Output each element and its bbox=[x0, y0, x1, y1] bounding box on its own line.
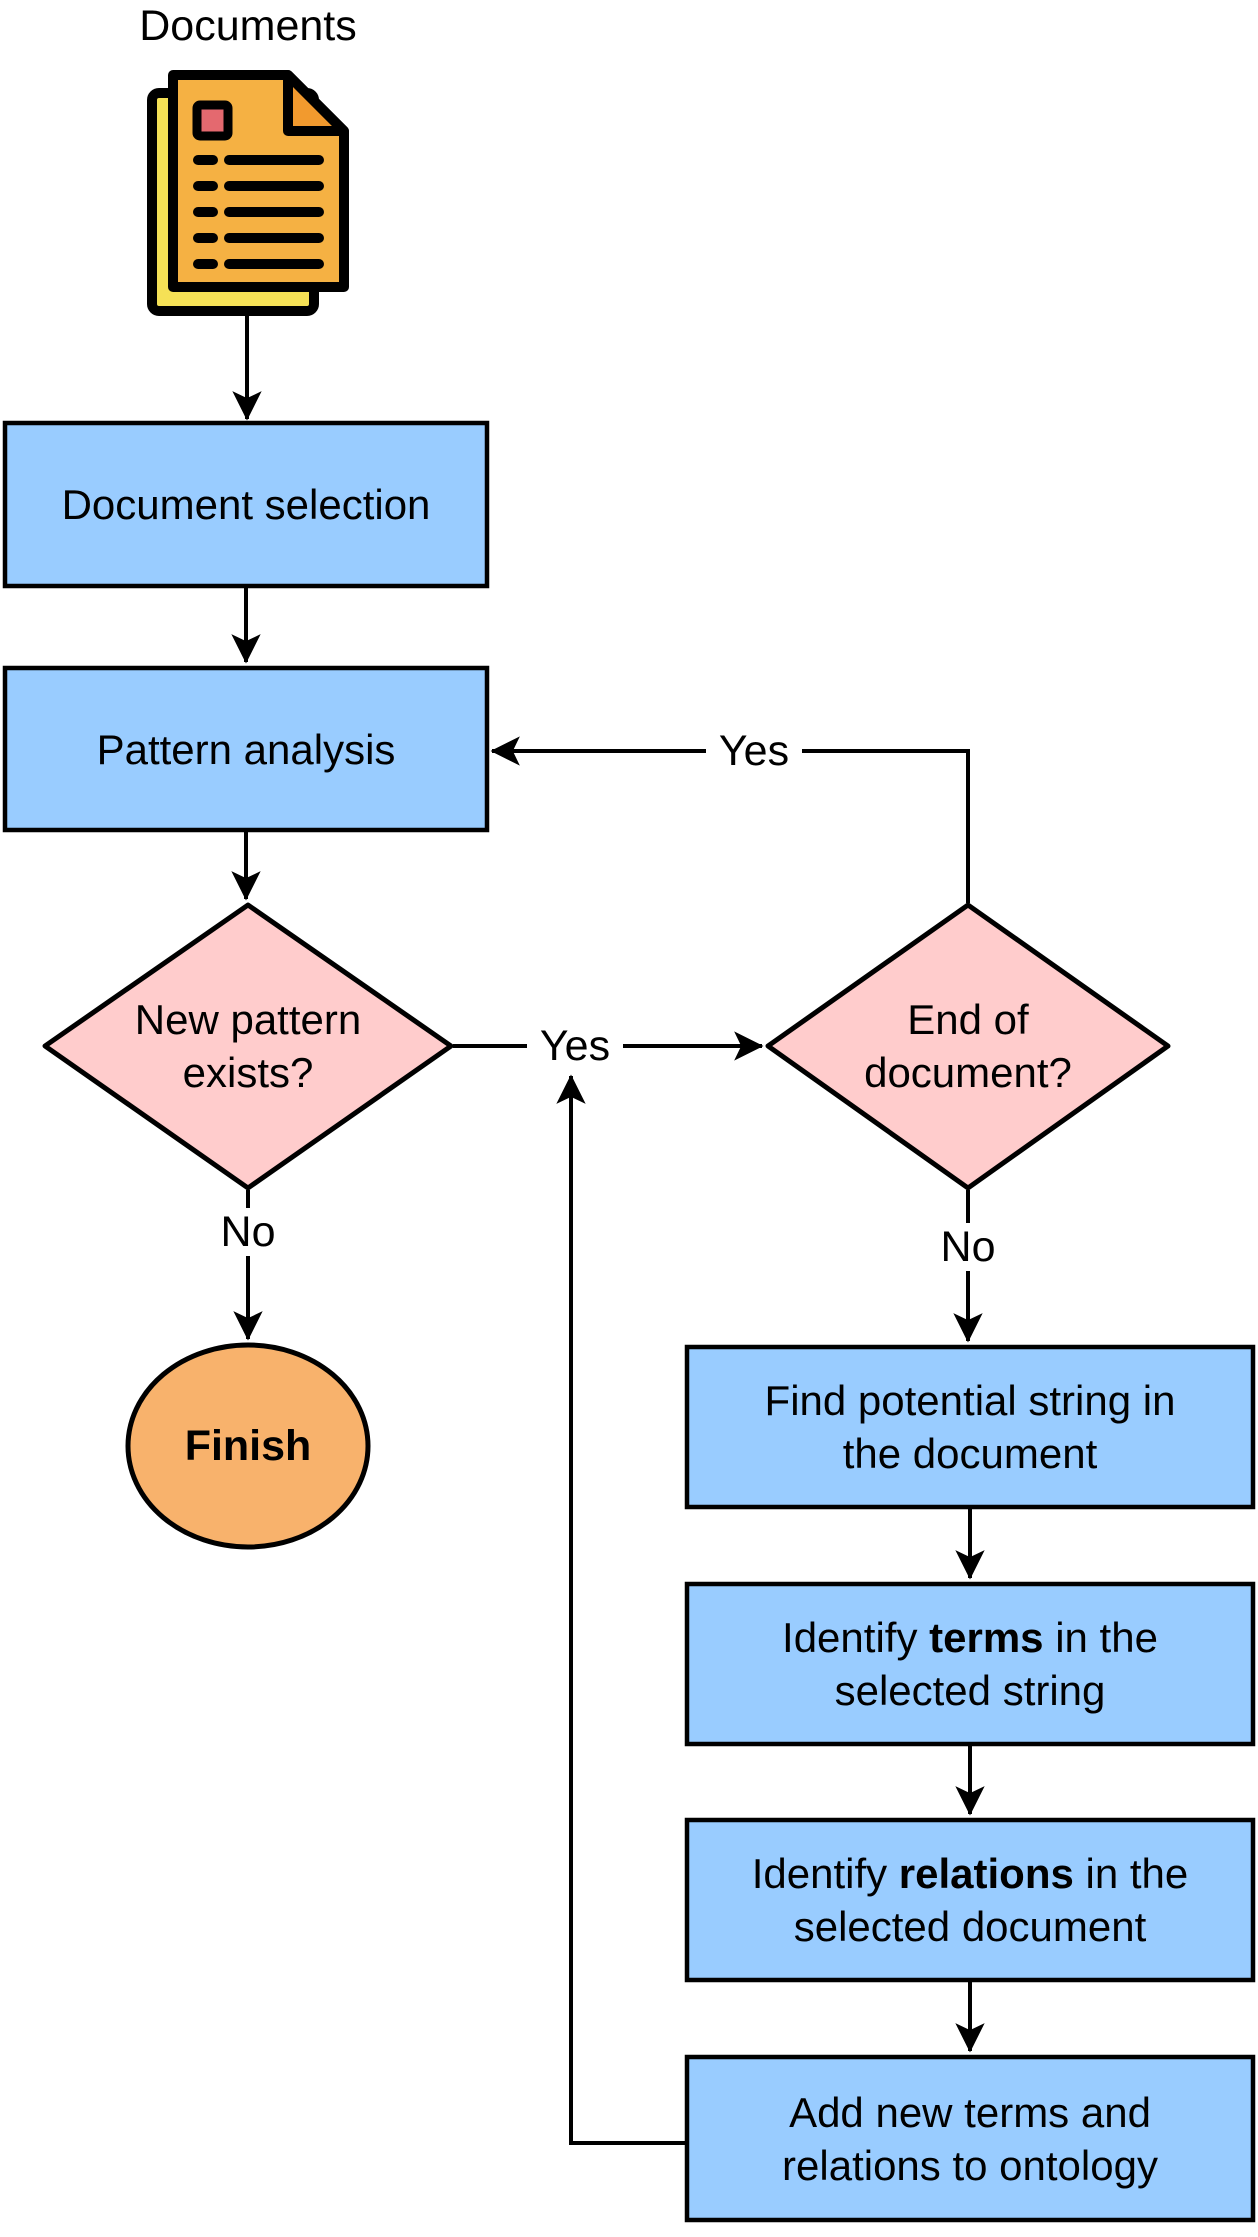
documents-icon bbox=[147, 70, 349, 316]
node-pattern-analysis bbox=[2, 665, 490, 833]
documents-icon-text-lines bbox=[193, 155, 324, 269]
pattern-analysis-label: Pattern analysis bbox=[96, 725, 396, 773]
node-document-selection bbox=[2, 420, 490, 589]
document-selection-label: Document selection bbox=[61, 481, 431, 528]
arrow-ontology-loop-to-enddoc bbox=[556, 1074, 687, 2145]
finish-label: Finish bbox=[184, 1421, 312, 1470]
documents-icon-fold bbox=[283, 70, 349, 136]
edge-label-yes-loop: Yes bbox=[706, 727, 802, 775]
node-end-of-document bbox=[765, 902, 1171, 1191]
documents-title-text: Documents bbox=[139, 1, 357, 50]
arrow-enddoc-yes-to-analysis bbox=[490, 736, 970, 903]
edge-label-no-to-find-string: No bbox=[932, 1223, 1004, 1271]
edge-label-no-to-finish: No bbox=[212, 1208, 284, 1256]
identify-terms-label: Identify terms in the selected string bbox=[782, 1614, 1158, 1714]
find-string-label: Find potential string in the document bbox=[764, 1377, 1176, 1477]
edge-label-yes-between-diamonds: Yes bbox=[527, 1022, 623, 1070]
node-identify-terms bbox=[684, 1581, 1256, 1747]
identify-relations-label: Identify relations in the selected docum… bbox=[751, 1850, 1189, 1950]
node-new-pattern-exists bbox=[42, 902, 454, 1191]
new-pattern-exists-label: New pattern exists? bbox=[134, 996, 362, 1096]
end-of-document-label: End of document? bbox=[864, 996, 1072, 1096]
documents-icon-marker-square bbox=[192, 100, 233, 141]
add-to-ontology-label: Add new terms and relations to ontology bbox=[782, 2088, 1158, 2189]
node-find-string bbox=[684, 1344, 1256, 1510]
node-identify-relations bbox=[684, 1817, 1256, 1983]
node-add-to-ontology bbox=[684, 2054, 1256, 2223]
node-finish bbox=[125, 1342, 371, 1550]
connectors bbox=[231, 316, 985, 2145]
documents-title: Documents bbox=[48, 0, 448, 52]
